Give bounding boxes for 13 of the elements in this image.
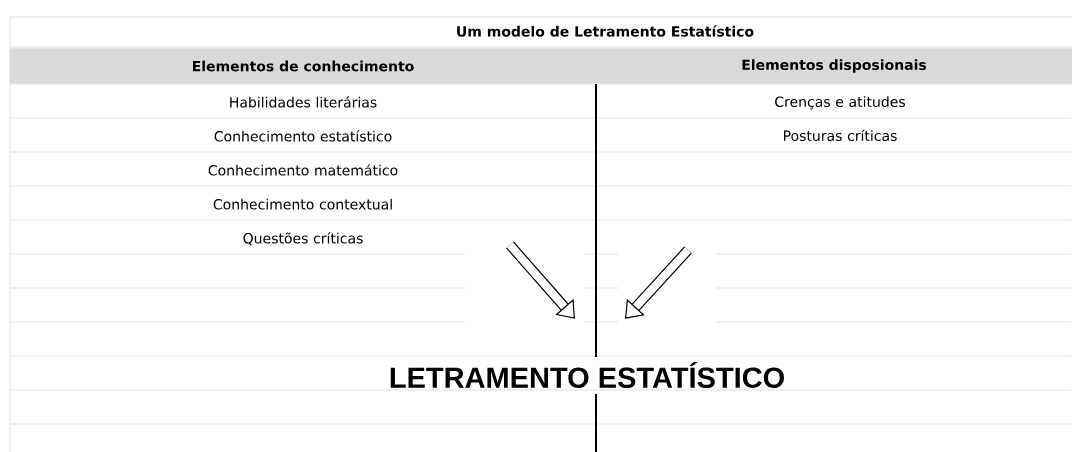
list-item: Posturas críticas <box>784 129 897 142</box>
header-cell: Elementos de conhecimento <box>9 48 597 84</box>
list-item: Conhecimento contextual <box>213 198 392 210</box>
list-item: Questões críticas <box>243 232 363 246</box>
hollow-arrow <box>506 241 575 319</box>
list-item: Habilidades literárias <box>230 96 377 108</box>
list-item: Conhecimento matemático <box>208 164 398 176</box>
hollow-arrow <box>625 246 692 319</box>
header-cell: Elementos disposionais <box>595 48 1072 84</box>
title: Um modelo de Letramento Estatístico <box>457 25 754 37</box>
heading-text: LETRAMENTO ESTATÍSTICO <box>387 361 787 389</box>
list-item: Crenças e atitudes <box>775 96 905 110</box>
list-item: Conhecimento estatístico <box>214 130 392 142</box>
